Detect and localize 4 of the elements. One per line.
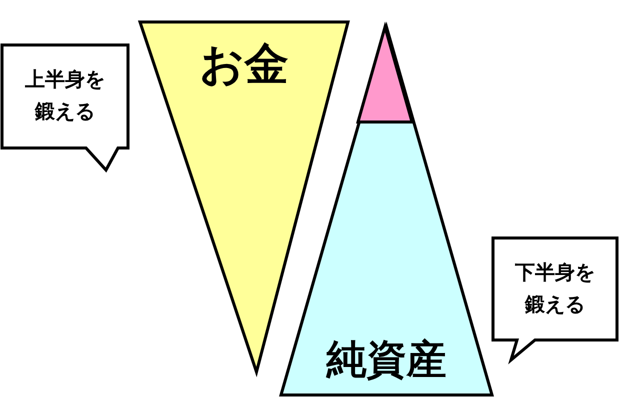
bubble-text: 下半身を鍛える [514, 259, 596, 318]
bubble-text: 上半身を鍛える [24, 66, 106, 125]
triangle-label: 純資産 [325, 337, 448, 383]
triangle-label: お金 [198, 40, 290, 90]
